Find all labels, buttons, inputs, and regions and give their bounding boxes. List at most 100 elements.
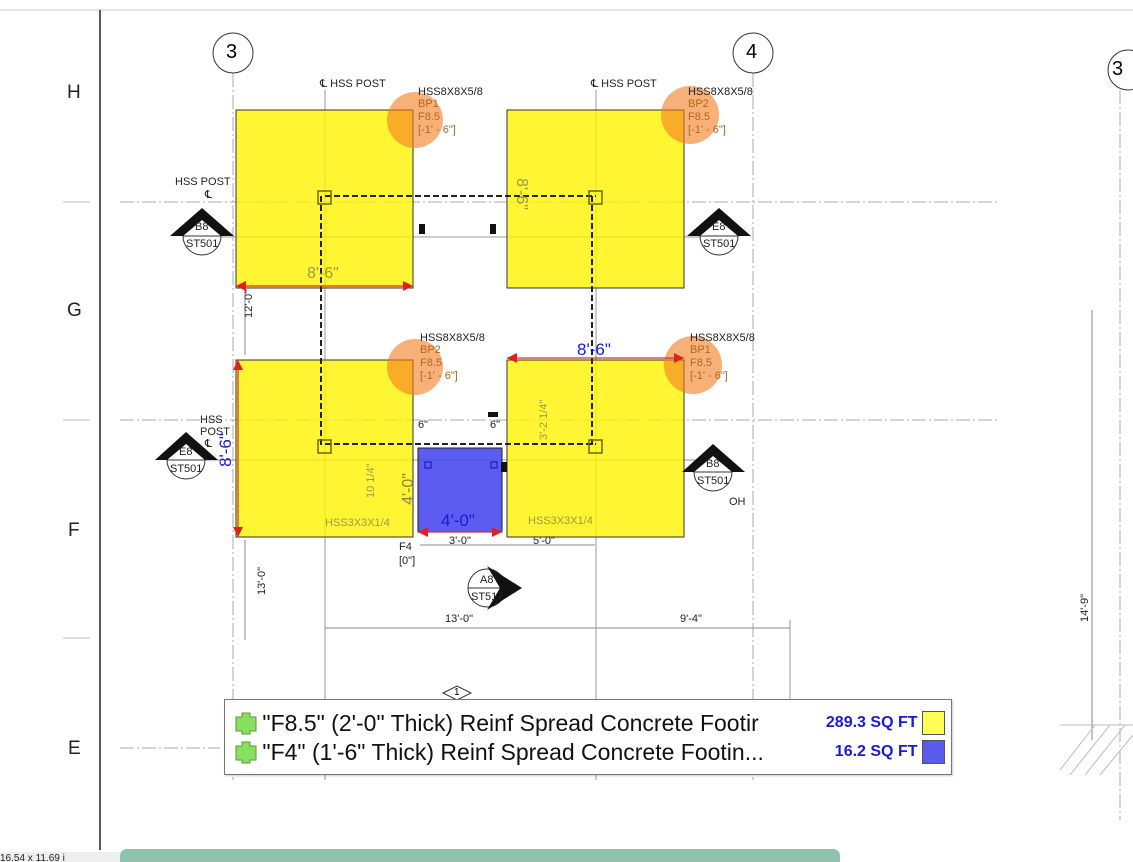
elevation: [0"]: [399, 555, 416, 567]
hss-post-label: HSS POST: [175, 176, 231, 188]
section-top[interactable]: B8: [706, 458, 720, 470]
dimension-lines: [236, 285, 684, 537]
post-markers: [317, 190, 603, 454]
row-label: G: [67, 300, 82, 321]
grid-label: 3: [226, 41, 238, 63]
elevation: [-1' - 6"]: [418, 124, 456, 136]
section-top[interactable]: E8: [179, 446, 193, 458]
post-size: HSS8X8X5/8: [418, 86, 483, 98]
section-top[interactable]: A8: [480, 574, 494, 586]
row-ticks: [63, 201, 90, 639]
dimension-text: 14'-9": [1079, 593, 1091, 622]
base-plate: BP1: [690, 344, 711, 356]
footing-tag[interactable]: HSS8X8X5/8 BP1 F8.5 [-1' - 6"]: [418, 86, 483, 137]
post-size: HSS8X8X5/8: [420, 332, 485, 344]
footing-shape-icon: [235, 741, 257, 764]
footing-f8-5[interactable]: [235, 109, 414, 289]
row-label: F: [68, 520, 80, 541]
takeoff-legend: "F8.5" (2'-0" Thick) Reinf Spread Concre…: [224, 699, 952, 775]
keynote-diamond-icon: [441, 685, 473, 701]
footing-type: F8.5: [690, 357, 713, 369]
post-label: POST: [200, 426, 230, 438]
base-plate: BP2: [688, 98, 709, 110]
dimension-text: 5'-0": [533, 535, 555, 547]
oh-label: OH: [729, 496, 746, 508]
section-top[interactable]: E8: [712, 221, 726, 233]
legend-color-swatch[interactable]: [921, 740, 946, 764]
base-plate: BP2: [420, 344, 441, 356]
dimension-text: 9'-4": [680, 613, 702, 625]
footing-type: F4: [399, 541, 412, 553]
legend-item-quantity: 289.3 SQ FT: [825, 714, 918, 731]
string-dimensions: [244, 290, 1093, 740]
dimension-text: 8'-6": [577, 340, 611, 359]
legend-item[interactable]: "F4" (1'-6" Thick) Reinf Spread Concrete…: [233, 738, 946, 766]
cl-symbol-icon: ℄: [205, 189, 213, 201]
footing-shape-icon: [235, 712, 257, 735]
dimension-text: 8'-6": [307, 265, 339, 282]
footing-tag[interactable]: HSS8X8X5/8 BP1 F8.5 [-1' - 6"]: [690, 332, 755, 383]
cl-label-text: HSS POST: [601, 78, 657, 90]
small-post-markers: [424, 461, 498, 469]
keynote-number: 1: [454, 687, 460, 698]
footing-type: F8.5: [420, 357, 443, 369]
cl-symbol-icon: ℄: [205, 438, 213, 450]
tag-highlights: [387, 86, 722, 395]
anchor-marks: [419, 224, 507, 472]
footing-type: F8.5: [418, 111, 441, 123]
section-sheet[interactable]: ST501: [186, 238, 219, 250]
hss-post-size: HSS3X3X1/4: [528, 515, 593, 527]
elevation: [-1' - 6"]: [688, 124, 726, 136]
section-sheet[interactable]: ST501: [703, 238, 736, 250]
page-size-readout: 16.54 x 11.69 i: [0, 852, 120, 862]
cl-label: ℄ HSS POST: [320, 78, 386, 90]
section-arrows: [155, 208, 751, 610]
legend-item[interactable]: "F8.5" (2'-0" Thick) Reinf Spread Concre…: [233, 709, 946, 737]
hss-label: HSS: [200, 414, 223, 426]
dimension-text: 6": [418, 419, 429, 431]
post-size: HSS8X8X5/8: [690, 332, 755, 344]
elevation: [-1' - 6"]: [420, 370, 458, 382]
section-sheet[interactable]: ST501: [170, 463, 203, 475]
f4-tag[interactable]: F4 [0"]: [399, 540, 415, 568]
footing-f8-5[interactable]: [506, 359, 685, 538]
dimension-text: 12'-0": [243, 289, 255, 318]
dimension-arrows: [233, 281, 684, 537]
footing-f8-5[interactable]: [235, 359, 414, 538]
section-sheet[interactable]: ST501: [697, 475, 730, 487]
footing-type: F8.5: [688, 111, 711, 123]
dimension-text: 8'-6": [215, 433, 235, 467]
hatch-pattern: [1059, 724, 1133, 776]
base-plate: BP1: [418, 98, 439, 110]
hss-post-size: HSS3X3X1/4: [325, 517, 390, 529]
dimension-text: 13'-0": [256, 566, 268, 595]
grid-bubble-3: [212, 32, 254, 74]
dimension-text: 13'-0": [445, 613, 474, 625]
legend-color-swatch[interactable]: [921, 711, 946, 735]
cl-label-text: HSS POST: [330, 78, 386, 90]
cl-label: ℄ HSS POST: [591, 78, 657, 90]
elevation: [-1' - 6"]: [690, 370, 728, 382]
row-label: E: [68, 738, 81, 759]
dimension-text: 4'-0": [441, 511, 475, 530]
legend-item-name: "F4" (1'-6" Thick) Reinf Spread Concrete…: [262, 738, 764, 765]
footing-f8-5[interactable]: [506, 109, 685, 289]
grid-label: 4: [746, 41, 758, 63]
row-label: H: [67, 82, 81, 103]
grid-bubble-3-right: [1107, 49, 1133, 91]
horizontal-scrollbar[interactable]: [120, 849, 840, 862]
grid-bubble-4: [732, 32, 774, 74]
dimension-text: 8'-6": [512, 178, 530, 210]
dimension-text: 6": [490, 419, 501, 431]
dimension-text: 4'-0": [399, 473, 417, 505]
dimension-text: 3'-2 1/4": [538, 399, 550, 440]
dimension-text: 3'-0": [449, 535, 471, 547]
footing-tag[interactable]: HSS8X8X5/8 BP2 F8.5 [-1' - 6"]: [688, 86, 753, 137]
section-top[interactable]: B8: [195, 221, 209, 233]
section-sheet[interactable]: ST517: [471, 591, 504, 603]
grid-label: 3: [1112, 58, 1124, 80]
footing-tag[interactable]: HSS8X8X5/8 BP2 F8.5 [-1' - 6"]: [420, 332, 485, 383]
post-size: HSS8X8X5/8: [688, 86, 753, 98]
grade-beams: [320, 195, 596, 446]
